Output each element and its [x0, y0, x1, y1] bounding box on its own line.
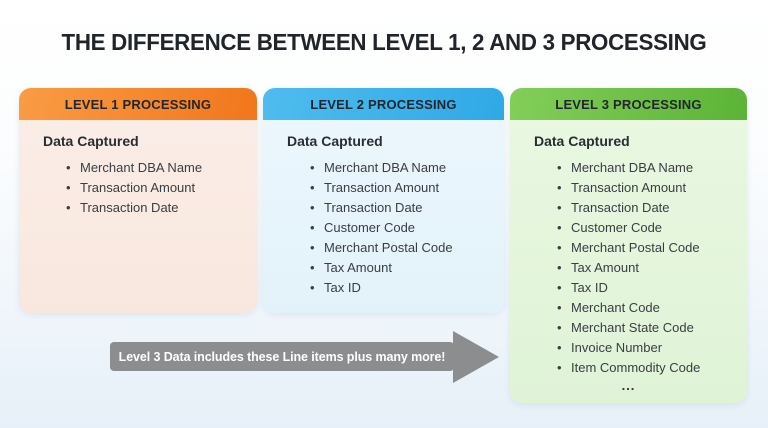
level-2-item-list: Merchant DBA Name Transaction Amount Tra… — [287, 158, 492, 298]
list-item: Merchant DBA Name — [309, 158, 492, 178]
list-item: Transaction Amount — [556, 178, 735, 198]
level-1-item-list: Merchant DBA Name Transaction Amount Tra… — [43, 158, 245, 218]
list-item: Customer Code — [309, 218, 492, 238]
list-item: Merchant Postal Code — [556, 238, 735, 258]
level-1-card: LEVEL 1 PROCESSING Data Captured Merchan… — [19, 88, 257, 313]
list-item: Transaction Date — [65, 198, 245, 218]
list-item: Tax ID — [556, 278, 735, 298]
list-item: Transaction Date — [556, 198, 735, 218]
level-3-card-header: LEVEL 3 PROCESSING — [510, 88, 747, 120]
level-2-section-heading: Data Captured — [287, 133, 383, 149]
list-item: Item Commodity Code — [556, 358, 735, 378]
level-3-section-heading: Data Captured — [534, 133, 630, 149]
level-2-card-header: LEVEL 2 PROCESSING — [263, 88, 504, 120]
level-1-card-title: LEVEL 1 PROCESSING — [64, 96, 212, 112]
level-1-section-heading: Data Captured — [43, 133, 139, 149]
arrow-body: Level 3 Data includes these Line items p… — [110, 342, 454, 371]
level-2-card-body: Data Captured Merchant DBA Name Transact… — [263, 120, 504, 298]
level-1-card-body: Data Captured Merchant DBA Name Transact… — [19, 120, 257, 218]
list-item: Merchant Code — [556, 298, 735, 318]
level-3-card: LEVEL 3 PROCESSING Data Captured Merchan… — [510, 88, 747, 403]
list-item: Merchant State Code — [556, 318, 735, 338]
list-item: Tax Amount — [556, 258, 735, 278]
more-items-ellipsis: ... — [621, 378, 636, 393]
level-2-card-title: LEVEL 2 PROCESSING — [310, 96, 457, 112]
list-item: Transaction Amount — [65, 178, 245, 198]
level-2-card: LEVEL 2 PROCESSING Data Captured Merchan… — [263, 88, 504, 313]
level-1-card-header: LEVEL 1 PROCESSING — [19, 88, 257, 120]
list-item: Merchant DBA Name — [556, 158, 735, 178]
level-3-callout-arrow: Level 3 Data includes these Line items p… — [110, 331, 499, 384]
list-item: Customer Code — [556, 218, 735, 238]
list-item: Merchant Postal Code — [309, 238, 492, 258]
list-item: Transaction Date — [309, 198, 492, 218]
arrow-head-icon — [453, 331, 499, 383]
level-3-card-body: Data Captured Merchant DBA Name Transact… — [510, 120, 747, 393]
list-item: Tax Amount — [309, 258, 492, 278]
list-item: Transaction Amount — [309, 178, 492, 198]
list-item: Invoice Number — [556, 338, 735, 358]
level-3-item-list: Merchant DBA Name Transaction Amount Tra… — [534, 158, 735, 378]
list-item: Tax ID — [309, 278, 492, 298]
page-title: THE DIFFERENCE BETWEEN LEVEL 1, 2 AND 3 … — [61, 29, 707, 55]
level-3-card-title: LEVEL 3 PROCESSING — [555, 96, 702, 112]
arrow-label: Level 3 Data includes these Line items p… — [118, 349, 446, 364]
list-item: Merchant DBA Name — [65, 158, 245, 178]
